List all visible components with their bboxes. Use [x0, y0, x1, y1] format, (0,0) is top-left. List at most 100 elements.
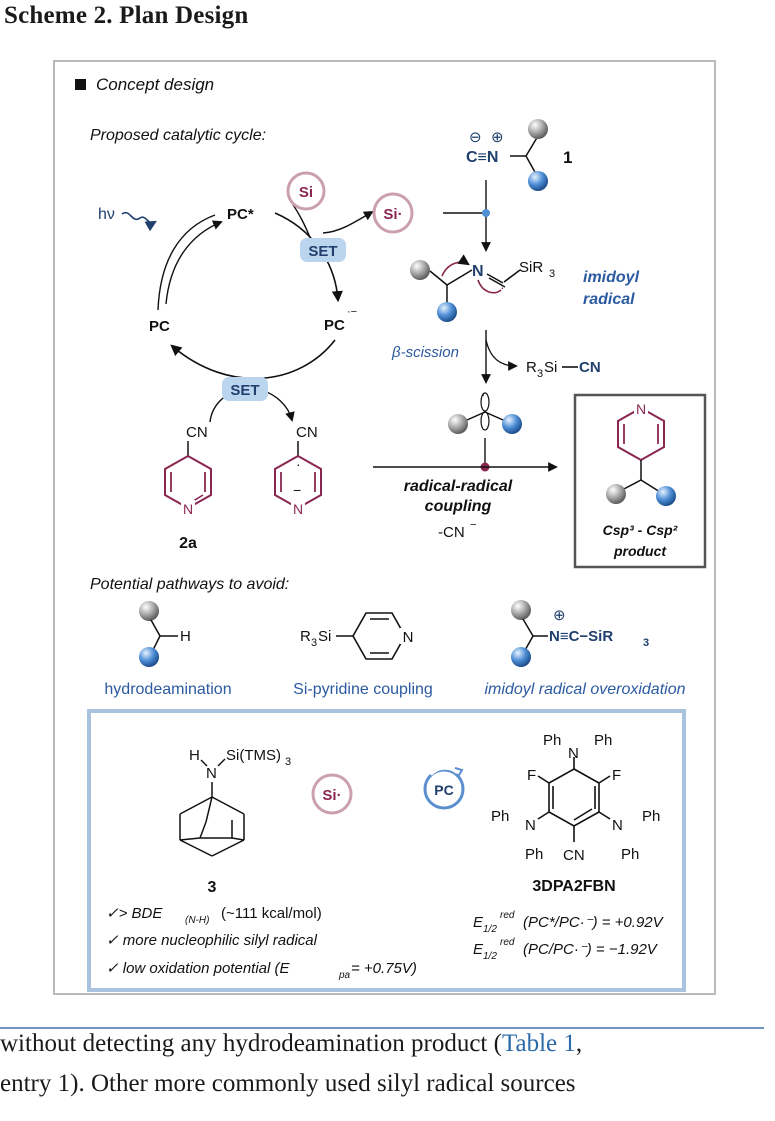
- e12-sup-2: red: [500, 937, 515, 948]
- cn-bottom: CN: [563, 847, 585, 864]
- body-line-2: entry 1). Other more commonly used silyl…: [0, 1070, 576, 1097]
- cycle-label: Proposed catalytic cycle:: [90, 127, 266, 144]
- n-mask: [291, 500, 305, 516]
- substituent-ball-grey: [606, 484, 626, 504]
- path-si-pyridine: Si-pyridine coupling: [293, 681, 433, 698]
- benzene-core: [537, 757, 611, 842]
- substituent-ball-blue: [656, 486, 676, 506]
- si-tms: Si(TMS): [226, 747, 281, 764]
- substituent-ball-blue: [437, 302, 457, 322]
- substituent-ball-blue: [528, 171, 548, 191]
- si-radical-badge-2: [311, 773, 353, 815]
- bond: [621, 479, 642, 491]
- imidoyl-label-1: imidoyl: [583, 269, 640, 286]
- body-line-1-text: without detecting any hydrodeamination p…: [0, 1030, 583, 1057]
- substituent-ball-blue: [502, 414, 522, 434]
- path-hydrodeamination: hydrodeamination: [104, 681, 231, 698]
- n-right: N: [612, 817, 623, 834]
- si-badge-text: Si·: [322, 787, 341, 804]
- scheme-title: Scheme 2. Plan Design: [4, 2, 249, 29]
- isocyanide-plus: ⊕: [491, 129, 504, 146]
- pc-star: PC*: [227, 206, 254, 223]
- n-h-h: H: [189, 747, 200, 764]
- subscript: 3: [311, 637, 317, 649]
- scheme-figure: Concept design Proposed catalytic cycle:…: [53, 60, 716, 995]
- e12-sup-1: red: [500, 910, 515, 921]
- pc-badge-text: PC: [434, 782, 453, 798]
- ph-5: Ph: [642, 808, 660, 825]
- note-bde-sub: (N-H): [185, 915, 209, 926]
- hydrogen-label: H: [180, 628, 191, 645]
- si-radical-badge: [372, 192, 414, 234]
- imidoyl-label-2: radical: [583, 291, 635, 308]
- coupling-cn: -CN: [438, 524, 465, 541]
- note-oxidation: ✓ low oxidation potential (E: [106, 960, 290, 977]
- n-left: N: [525, 817, 536, 834]
- substituent-ball-grey: [448, 414, 468, 434]
- n-top: N: [568, 745, 579, 762]
- e12-value-2: (PC/PC·⁻) = −1.92V: [523, 941, 659, 958]
- nitrilium-plus: ⊕: [553, 607, 566, 624]
- compound-1-label: 1: [563, 148, 572, 167]
- bond: [446, 269, 473, 286]
- ph-6: Ph: [621, 846, 639, 863]
- intersection-dot: [482, 209, 490, 217]
- bond: [150, 619, 161, 637]
- body-paragraph: without detecting any hydrodeamination p…: [0, 1024, 767, 1104]
- pc-badge: [423, 768, 465, 810]
- e12-value-1: (PC*/PC·⁻) = +0.92V: [523, 914, 665, 931]
- substituent-ball-grey: [139, 601, 159, 621]
- e12-sub-1: 1/2: [483, 924, 497, 935]
- bond: [217, 758, 226, 767]
- substituent-ball-grey: [528, 119, 548, 139]
- r3si-cn-si: Si: [544, 359, 557, 376]
- set-badge-2: [222, 377, 268, 401]
- product-label-2: product: [613, 543, 667, 559]
- pyridine-n-reduced: N: [293, 501, 303, 517]
- compound-2a-label: 2a: [179, 535, 197, 552]
- substituent-ball-grey: [410, 260, 430, 280]
- pyridine-ring-avoid: [352, 612, 406, 660]
- pc-ground: PC: [149, 318, 170, 335]
- pc-radical-anion-charge: ·−: [347, 306, 357, 318]
- si-reagent-badge: [286, 171, 326, 211]
- subscript: 3: [549, 268, 555, 280]
- bond: [488, 277, 506, 288]
- substituent-ball-grey: [511, 600, 531, 620]
- substituent-ball-blue: [139, 647, 159, 667]
- bond: [640, 479, 661, 493]
- e12-sub-2: 1/2: [483, 951, 497, 962]
- radical-dot: ·: [500, 279, 505, 295]
- imidoyl-n: N: [472, 263, 484, 280]
- pyridine-n-2a: N: [183, 501, 193, 517]
- pyridine-n-avoid: N: [403, 629, 414, 646]
- table-1-link[interactable]: Table 1: [501, 1030, 576, 1057]
- product-pyridine-n: N: [636, 401, 646, 417]
- isocyanide-formula: C≡N: [466, 149, 498, 166]
- r3si-cn-r: R: [526, 359, 537, 376]
- imidoyl-sir3: SiR: [519, 259, 543, 276]
- r3si-r: R: [300, 628, 311, 645]
- radical-dot: ·: [296, 456, 301, 472]
- coupling-label-2: coupling: [425, 498, 492, 515]
- body-line-1: without detecting any hydrodeamination p…: [0, 1024, 767, 1064]
- bond: [486, 273, 504, 284]
- radical-dot: ·: [481, 387, 485, 402]
- p-orbital-bottom: [480, 411, 490, 431]
- subscript: 3: [285, 756, 291, 768]
- n-h-n: N: [206, 765, 217, 782]
- note-nucleophilic: ✓ more nucleophilic silyl radical: [106, 932, 318, 949]
- subscript: 3: [537, 368, 543, 380]
- bond: [484, 411, 504, 421]
- header-bullet: [75, 79, 86, 90]
- path-overoxidation: imidoyl radical overoxidation: [485, 681, 686, 698]
- bond: [525, 155, 537, 175]
- r3si-cn-cn: CN: [579, 359, 601, 376]
- r3si-si: Si: [318, 628, 331, 645]
- f-left: F: [527, 767, 536, 784]
- si-radical-text: Si·: [383, 206, 402, 223]
- electron-arrow-1: [441, 254, 470, 277]
- note-epa-sub: pa: [338, 970, 351, 981]
- set-badge-1: [300, 238, 346, 262]
- reagent-box: [87, 709, 686, 992]
